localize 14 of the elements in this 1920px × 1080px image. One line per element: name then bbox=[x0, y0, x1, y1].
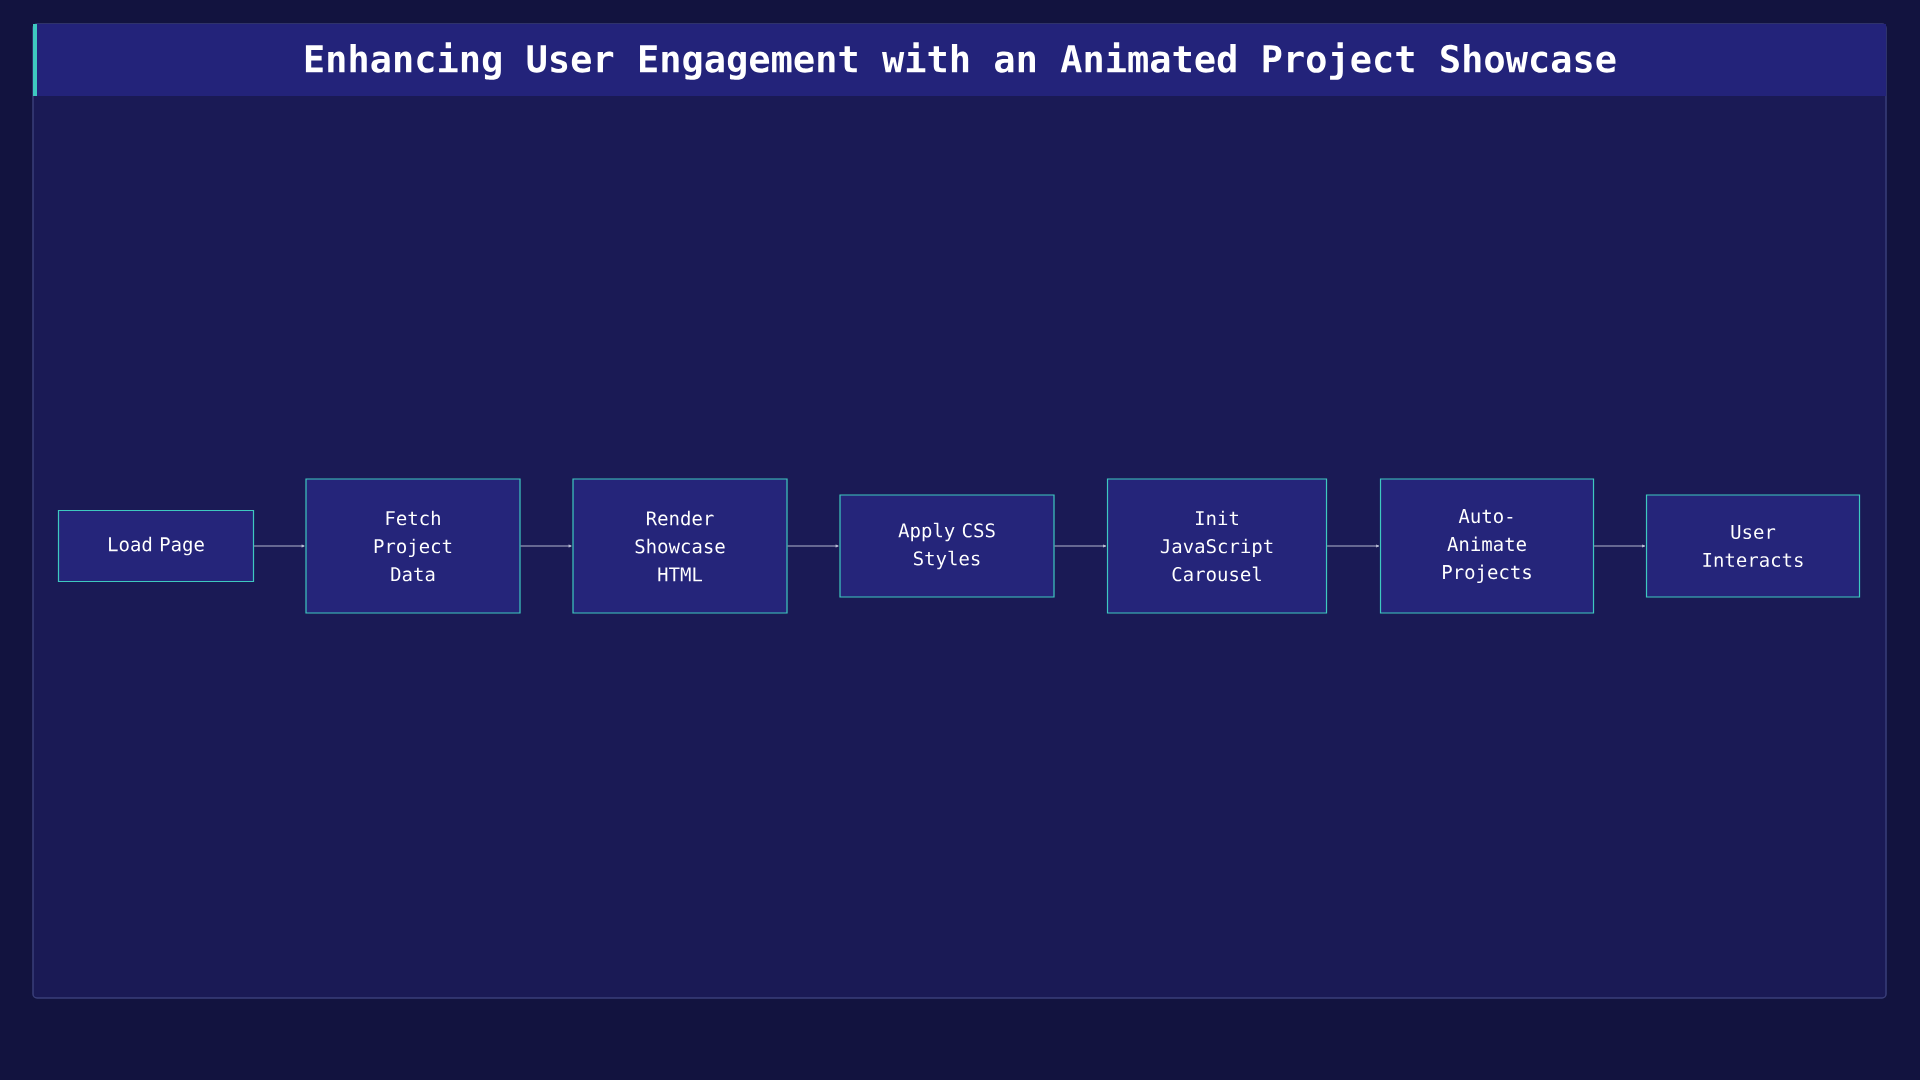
arrow bbox=[1054, 544, 1107, 548]
arrow bbox=[253, 544, 305, 548]
process-box: Load Page bbox=[57, 509, 255, 583]
process-box: User Interacts bbox=[1645, 494, 1861, 598]
arrow bbox=[1593, 544, 1646, 548]
process-box: Render Showcase HTML bbox=[572, 478, 788, 614]
process-box: Fetch Project Data bbox=[305, 478, 521, 614]
title-bar: Enhancing User Engagement with an Animated Project Showcase bbox=[33, 24, 1886, 96]
process-box: Apply CSS Styles bbox=[839, 494, 1055, 598]
arrow bbox=[1326, 544, 1380, 548]
process-box: Auto-Animate Projects bbox=[1379, 478, 1595, 614]
process-box: Init JavaScript Carousel bbox=[1106, 478, 1328, 614]
arrow bbox=[520, 544, 572, 548]
arrow bbox=[787, 544, 839, 548]
